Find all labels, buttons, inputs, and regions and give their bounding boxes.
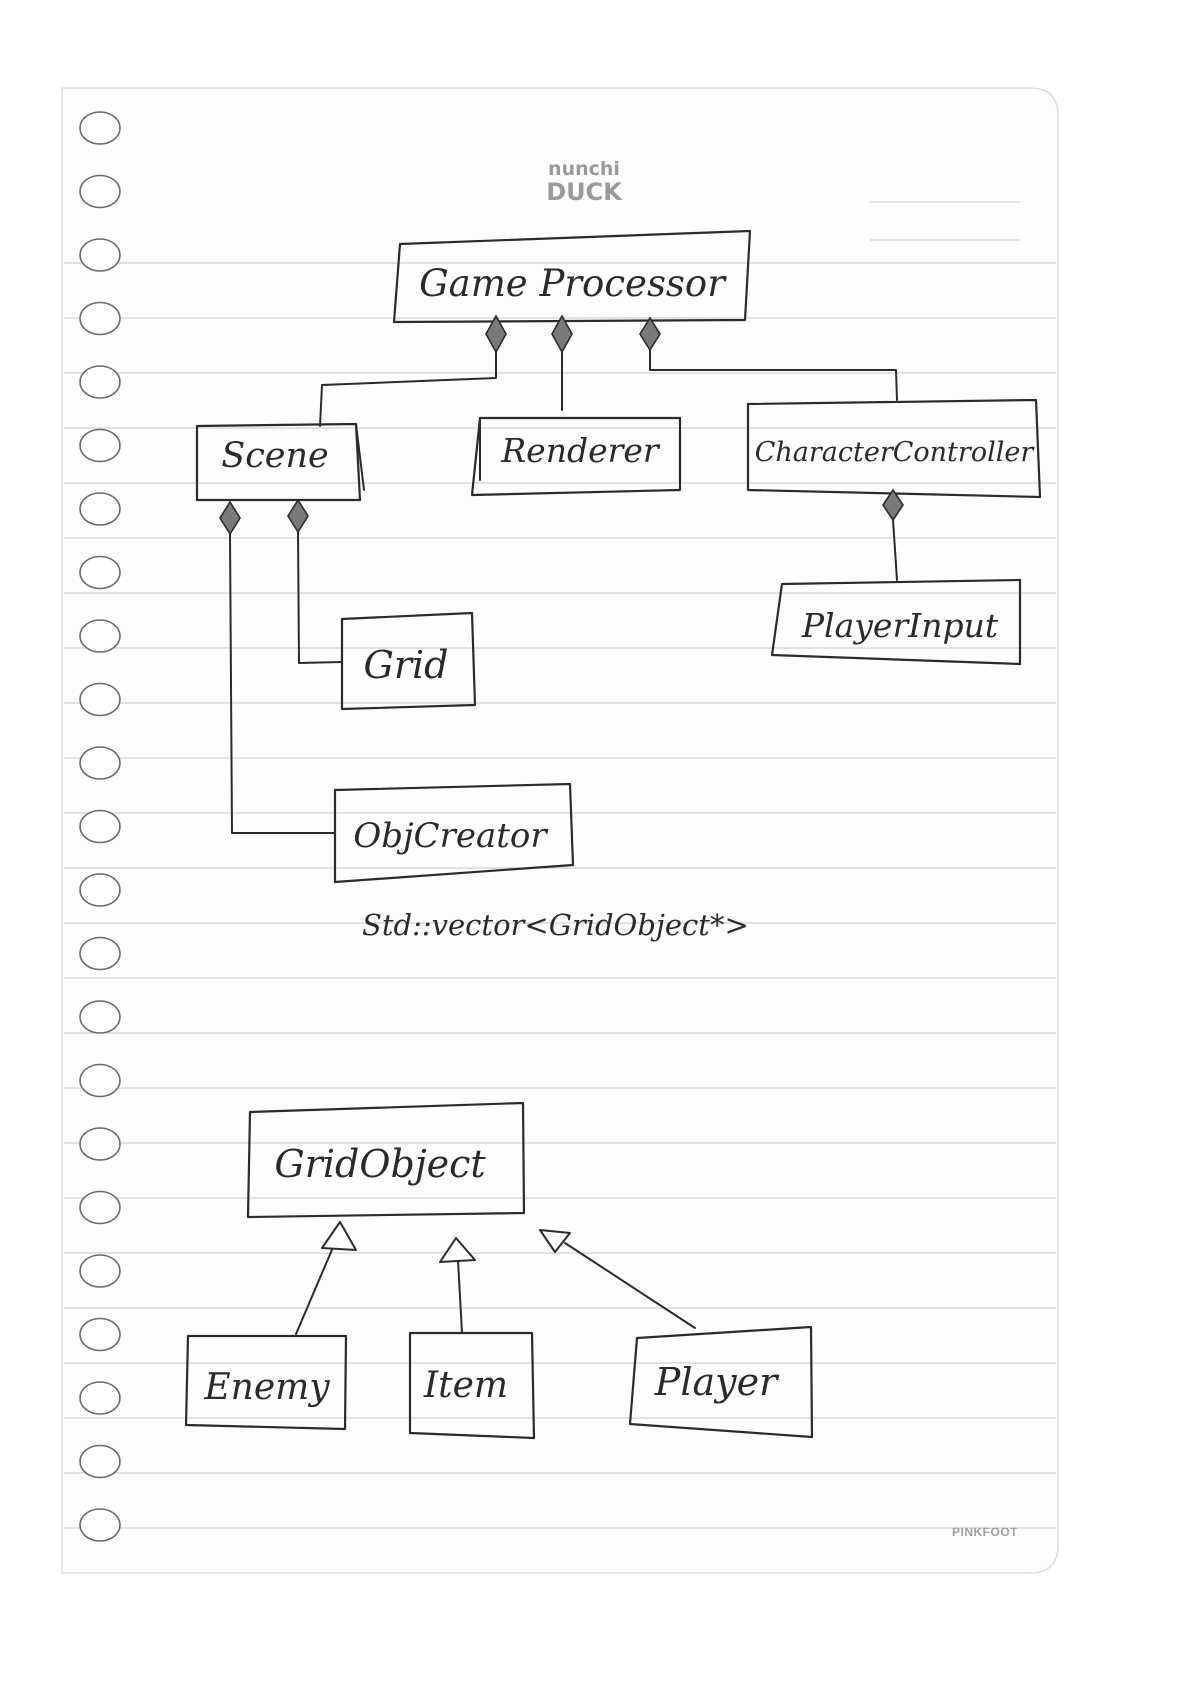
composition-diamond-icon [287, 498, 309, 534]
class-renderer: Renderer [470, 416, 682, 497]
binder-hole [79, 428, 121, 463]
composition-character-controller-player-input [882, 488, 904, 581]
brand-logo: nunchi DUCK [546, 158, 623, 206]
binder-hole [79, 238, 121, 272]
class-label: Game Processor [419, 262, 727, 305]
class-grid-object: GridObject [246, 1101, 526, 1219]
binder-hole [79, 1254, 121, 1288]
class-character-controller: CharacterController [746, 398, 1042, 499]
class-scene: Scene [195, 422, 365, 502]
composition-game-processor-character-controller [639, 316, 898, 401]
class-grid: Grid [340, 611, 477, 711]
composition-game-processor-scene [319, 314, 507, 427]
obj-creator-note: Std::vector<GridObject*> [362, 908, 749, 942]
binder-hole [79, 936, 121, 971]
class-box [408, 1331, 536, 1440]
composition-diamond-icon [551, 314, 573, 354]
binder-holes [79, 111, 121, 1542]
binder-hole [79, 365, 121, 399]
binder-hole [79, 1508, 121, 1542]
binder-hole [79, 555, 121, 590]
class-box [392, 229, 752, 324]
paper-sheet [61, 87, 1059, 1574]
inheritance-arrow-icon [321, 1221, 357, 1251]
binder-hole [79, 1444, 121, 1479]
class-label: Player [654, 1360, 780, 1404]
binder-hole [79, 809, 121, 844]
class-box [246, 1101, 526, 1219]
inheritance-arrow-icon [539, 1229, 571, 1253]
class-game-processor: Game Processor [392, 229, 752, 324]
class-box [470, 416, 682, 497]
composition-scene-obj-creator [219, 500, 336, 834]
class-player-input: PlayerInput [770, 578, 1022, 666]
binder-hole [79, 1127, 121, 1161]
binder-hole [79, 1190, 121, 1225]
binder-hole [79, 1317, 121, 1352]
class-label: Enemy [203, 1367, 330, 1408]
inheritance-enemy-grid-object [295, 1221, 357, 1335]
binder-hole [79, 682, 121, 717]
class-label: CharacterController [755, 437, 1036, 468]
composition-game-processor-renderer [551, 314, 573, 411]
footer-brand: PINKFOOT [952, 1525, 1018, 1539]
composition-diamond-icon [219, 500, 241, 536]
class-obj-creator: ObjCreator [333, 782, 575, 884]
class-enemy: Enemy [184, 1334, 348, 1431]
class-label: ObjCreator [353, 816, 548, 856]
composition-scene-grid [287, 498, 343, 664]
brand-top: nunchi [548, 158, 620, 180]
class-label: Grid [364, 643, 449, 687]
binder-hole [79, 873, 121, 907]
class-box [770, 578, 1022, 666]
class-box [184, 1334, 348, 1431]
binder-hole [79, 746, 121, 780]
binder-hole [79, 619, 121, 653]
class-item: Item [408, 1331, 536, 1440]
binder-hole [79, 1000, 121, 1034]
composition-diamond-icon [882, 488, 904, 522]
class-box [746, 398, 1042, 499]
composition-diamond-icon [485, 314, 507, 354]
binder-hole [79, 1063, 121, 1098]
class-box [340, 611, 477, 711]
class-box [195, 422, 362, 502]
class-box [333, 782, 575, 884]
binder-hole [79, 492, 121, 526]
binder-hole [79, 174, 121, 209]
binder-hole [79, 111, 121, 145]
brand-bottom: DUCK [546, 178, 623, 206]
class-label: Item [423, 1365, 508, 1406]
inheritance-arrow-icon [439, 1237, 476, 1263]
class-label: GridObject [274, 1142, 486, 1186]
composition-diamond-icon [639, 316, 661, 352]
binder-hole [79, 1381, 121, 1415]
class-label: Scene [221, 436, 329, 476]
inheritance-item-grid-object [439, 1237, 476, 1334]
class-player: Player [628, 1325, 814, 1439]
inheritance-player-grid-object [539, 1229, 696, 1329]
binder-hole [79, 301, 121, 336]
class-box [628, 1325, 814, 1439]
class-label: Renderer [500, 431, 661, 470]
class-label: PlayerInput [801, 606, 999, 645]
